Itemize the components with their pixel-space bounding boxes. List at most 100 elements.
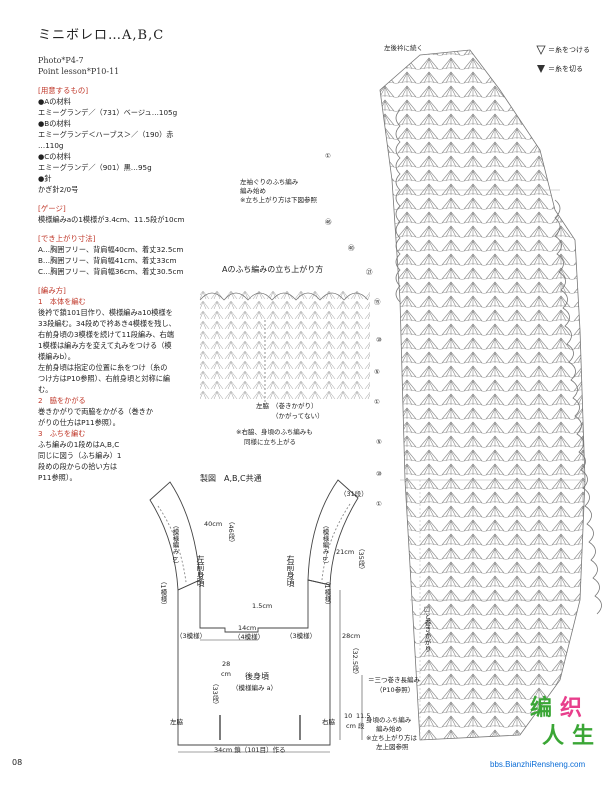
foundation-chain-label: 34cm 鎖（101目）作る bbox=[214, 746, 286, 754]
method-line: ふち編みの1段めはA,B,C bbox=[38, 440, 120, 449]
dim-33-rows: （33段） bbox=[211, 680, 219, 708]
pattern-b-label: （模様編み b） bbox=[171, 522, 179, 568]
dim-14cm: 14cm bbox=[238, 624, 257, 632]
dim-40cm: 40cm bbox=[204, 520, 223, 528]
materials-heading: [用意するもの] bbox=[38, 86, 89, 95]
edging-note: 同様に立ち上がる bbox=[244, 438, 296, 446]
method-line: 右前身頃の3模様を続けて11段編み、右端 bbox=[38, 330, 174, 339]
photo-ref: Photo*P4-7 bbox=[38, 56, 84, 65]
right-front-label: 右前身頃 bbox=[286, 555, 295, 587]
size-heading: [でき上がり寸法] bbox=[38, 234, 96, 243]
body-edging-ref: ※立ち上がり方は bbox=[366, 734, 417, 742]
body-edging-ref: 左上図参照 bbox=[376, 743, 409, 751]
method-line: む。 bbox=[38, 385, 53, 394]
watermark-site[interactable]: bbs.BianzhiRensheng.com bbox=[490, 760, 586, 769]
size-line: B…胸囲フリー、背肩幅41cm、着丈33cm bbox=[38, 256, 177, 265]
pattern-b-label-right: （模様編み b） bbox=[321, 522, 329, 568]
watermark-logo: 编 bbox=[530, 696, 553, 721]
dim-28cm-right: 28cm bbox=[342, 632, 361, 640]
method-line: がりの仕方はP11参照）。 bbox=[38, 418, 120, 427]
left-front-label: 左前身頃 bbox=[196, 555, 205, 587]
edging-unsewn-label: （かがってない） bbox=[272, 412, 324, 420]
size-line: C…胸囲フリー、背肩幅36cm、着丈30.5cm bbox=[38, 267, 184, 276]
method-line: 段めの段からの拾い方は bbox=[38, 462, 118, 471]
dim-10: 10 bbox=[344, 712, 353, 720]
method-line: P11参照）。 bbox=[38, 473, 77, 482]
gauge-line: 模様編みaの1模様が3.4cm、11.5段が10cm bbox=[38, 215, 185, 224]
dim-3-motifs-right: （3模様） bbox=[286, 632, 317, 640]
dim-1-motif-left: （1模様） bbox=[159, 578, 167, 609]
body-edging-note: 身頃のふち編み bbox=[366, 716, 412, 724]
method-line: 33段編む。34段めで衿あき4模様を残し、 bbox=[38, 319, 176, 328]
dim-21cm: 21cm bbox=[336, 548, 355, 556]
left-armhole-ref-note: ※立ち上がり方は下図参照 bbox=[240, 196, 317, 204]
body-edging-start: 編み始め bbox=[376, 725, 402, 733]
edging-diagram-title: Aのふち編みの立ち上がり方 bbox=[222, 265, 324, 274]
materials-line: ●Aの材料 bbox=[38, 97, 71, 106]
dim-4-motifs: （4模様） bbox=[234, 633, 265, 641]
dim-31-rows: （31段） bbox=[340, 490, 368, 498]
materials-line: ●Cの材料 bbox=[38, 152, 71, 161]
edging-diagram bbox=[199, 290, 370, 405]
method-heading: [編み方] bbox=[38, 286, 66, 295]
edging-note: ※右脇、身頃のふち編みも bbox=[236, 428, 313, 436]
row-marker: ㊵ bbox=[348, 244, 355, 252]
dim-35-rows: （35段） bbox=[357, 545, 365, 573]
watermark-logo: 织 bbox=[560, 696, 583, 721]
materials-line: ●Bの材料 bbox=[38, 119, 71, 128]
row-marker: ⑤ bbox=[374, 368, 380, 376]
dim-46-rows: （46段） bbox=[227, 518, 235, 546]
watermark-logo: 生 bbox=[572, 724, 595, 749]
gauge-section: [ゲージ] 模様編みaの1模様が3.4cm、11.5段が10cm bbox=[38, 203, 208, 225]
edging-sewn-label: （巻きかがり） bbox=[272, 402, 318, 410]
dim-28-value: 28 bbox=[222, 660, 231, 668]
dim-cm-unit: cm bbox=[346, 722, 356, 730]
size-line: A…胸囲フリー、背肩幅40cm、着丈32.5cm bbox=[38, 245, 184, 254]
page-title: ミニボレロ…A,B,C bbox=[38, 28, 165, 43]
back-label: 後身頃 bbox=[245, 672, 269, 681]
method-line: 同じに図う（ふち編み）1 bbox=[38, 451, 122, 460]
side-right-label: 右脇 bbox=[322, 718, 335, 726]
whipstitch-note: □と巻きかがり bbox=[423, 605, 431, 652]
dim-1-5cm: 1.5cm bbox=[252, 602, 273, 610]
dim-28-unit: cm bbox=[221, 670, 231, 678]
size-section: [でき上がり寸法] A…胸囲フリー、背肩幅40cm、着丈32.5cm B…胸囲フ… bbox=[38, 233, 208, 277]
instructions-column: ミニボレロ…A,B,C Photo*P4-7 Point lesson*P10-… bbox=[38, 28, 208, 483]
legend-cut-yarn: ＝糸を切る bbox=[548, 65, 583, 73]
materials-line: エミーグランデ／（731）ベージュ…105g bbox=[38, 108, 178, 117]
side-left-label: 左脇 bbox=[170, 718, 183, 726]
row-marker: ⑩ bbox=[376, 336, 382, 344]
method-section: [編み方] 1 本体を編む 後衿で鎖101目作り、模様編みa10模様を 33段編… bbox=[38, 285, 208, 483]
gauge-heading: [ゲージ] bbox=[38, 204, 66, 213]
method-line: 様編みb）。 bbox=[38, 352, 75, 361]
watermark-logo: 人 bbox=[542, 724, 565, 749]
method-line: 後衿で鎖101目作り、模様編みa10模様を bbox=[38, 308, 173, 317]
row-marker: ① bbox=[376, 500, 382, 508]
method-line: 2 脇をかがる bbox=[38, 396, 86, 405]
page-number: 08 bbox=[12, 758, 23, 767]
method-line: 1 本体を編む bbox=[38, 297, 86, 306]
edging-side-label: 左脇 bbox=[256, 402, 269, 410]
materials-section: [用意するもの] ●Aの材料 エミーグランデ／（731）ベージュ…105g ●B… bbox=[38, 85, 208, 195]
back-pattern-label: （模様編み a） bbox=[232, 684, 278, 692]
method-line: つけ方はP10参照）、右前身頃と対称に編 bbox=[38, 374, 171, 383]
legend-attach-yarn: ＝糸をつける bbox=[548, 46, 590, 54]
materials-line: かぎ針2/0号 bbox=[38, 185, 79, 194]
materials-line: …110g bbox=[38, 141, 64, 150]
method-line: 1模様は編み方を変えて丸みをつける（模 bbox=[38, 341, 172, 350]
row-marker: ㉑ bbox=[366, 268, 373, 276]
dim-32-5-rows: （32.5段） bbox=[351, 644, 359, 678]
dim-rows-unit: 段 bbox=[358, 722, 365, 730]
crochet-chart bbox=[379, 49, 602, 741]
lesson-ref: Point lesson*P10-11 bbox=[38, 67, 120, 76]
row-marker: ㊻ bbox=[325, 218, 332, 226]
legend-symbols bbox=[536, 45, 546, 73]
row-marker: ⑩ bbox=[376, 470, 382, 478]
method-line: 巻きかがりで両脇をかがる（巻きか bbox=[38, 407, 154, 416]
schematic-title: 製図 A,B,C共通 bbox=[200, 474, 262, 483]
triple-treble-legend: ＝三つ巻き長編み bbox=[368, 676, 420, 684]
dim-3-motifs-left: （3模様） bbox=[176, 632, 207, 640]
left-armhole-edging-note: 左袖ぐりのふち編み bbox=[240, 178, 299, 186]
row-marker: ⑤ bbox=[376, 438, 382, 446]
